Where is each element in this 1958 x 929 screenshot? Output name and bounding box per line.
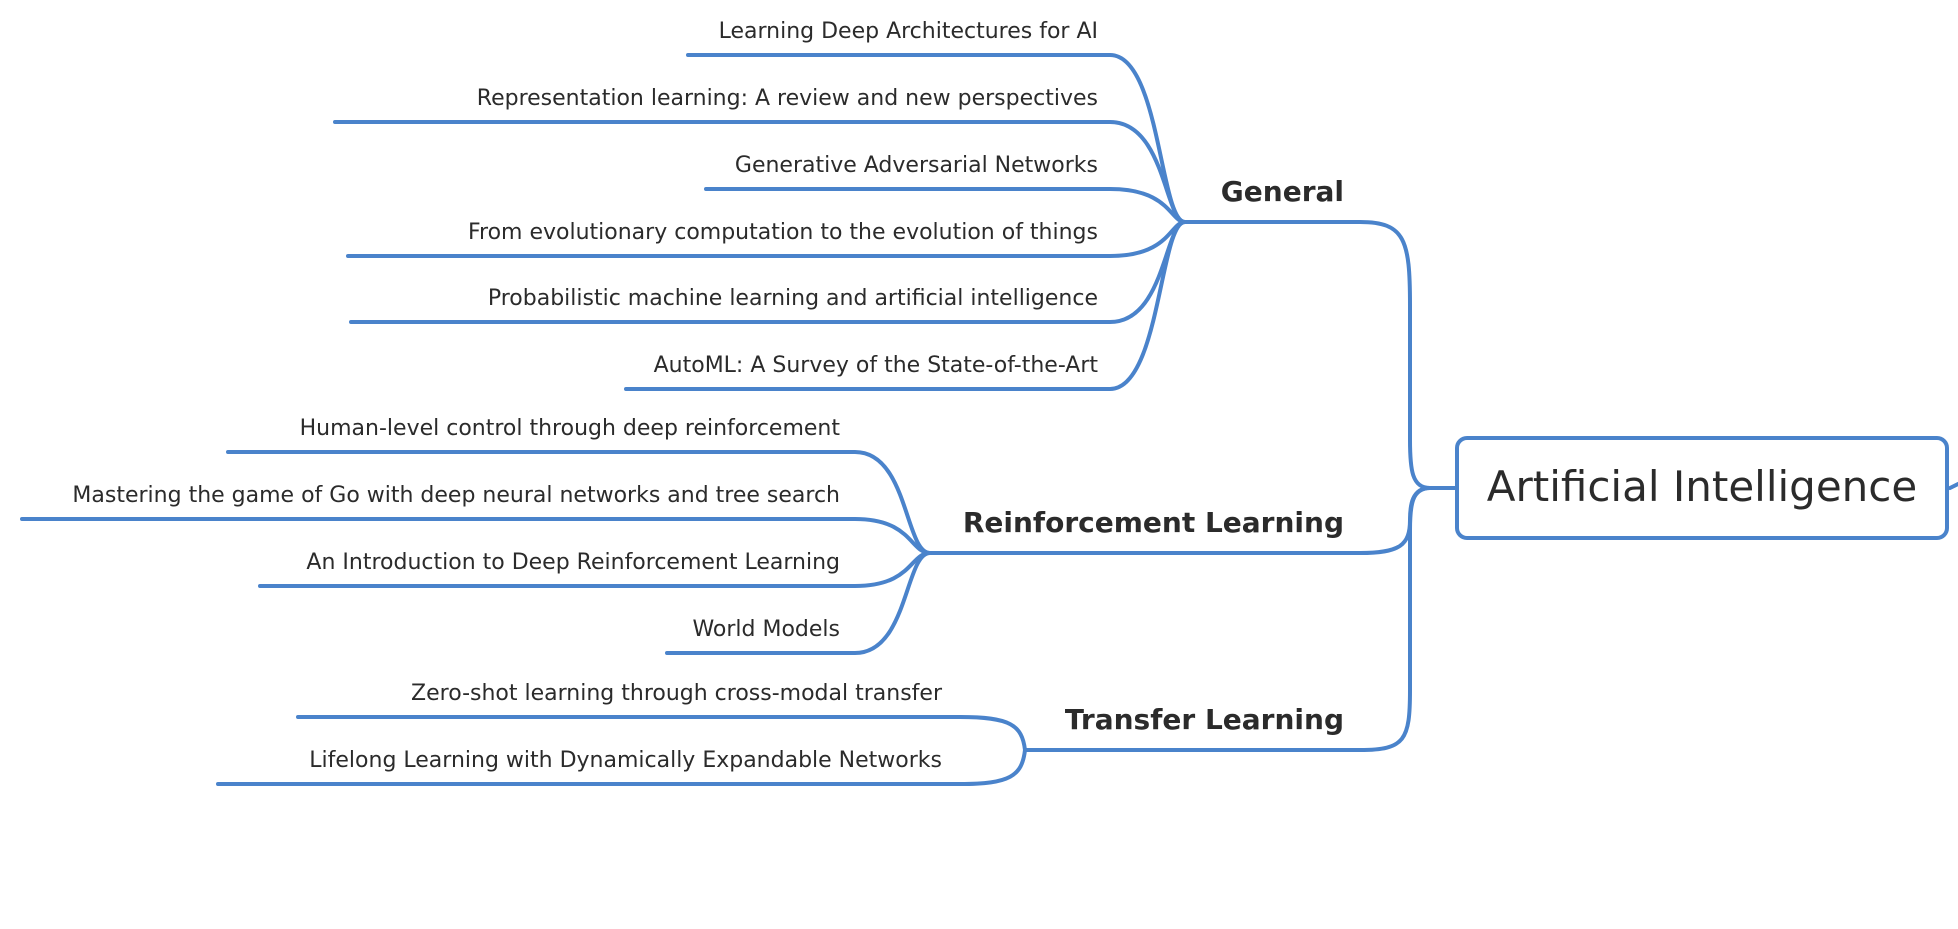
general-connectors	[333, 53, 1187, 391]
root-collapse-stub	[1948, 482, 1958, 490]
edge-general-leaf-6	[624, 220, 1187, 391]
leaf-general-5[interactable]: Probabilistic machine learning and artif…	[488, 286, 1098, 311]
edge-root-transfer	[1023, 486, 1432, 752]
leaf-transfer-2[interactable]: Lifelong Learning with Dynamically Expan…	[309, 748, 942, 773]
edge-general-leaf-1	[686, 53, 1187, 224]
edge-transfer-leaf-2	[216, 748, 1027, 786]
branch-label-general[interactable]: General	[1221, 175, 1344, 208]
branch-label-reinforcement[interactable]: Reinforcement Learning	[963, 506, 1344, 539]
leaf-general-1[interactable]: Learning Deep Architectures for AI	[719, 19, 1098, 44]
root-connectors	[928, 220, 1457, 752]
leaf-reinforcement-3[interactable]: An Introduction to Deep Reinforcement Le…	[306, 550, 840, 575]
leaf-reinforcement-2[interactable]: Mastering the game of Go with deep neura…	[72, 483, 840, 508]
root-node[interactable]: Artificial Intelligence	[1455, 436, 1949, 540]
reinforcement-connectors	[20, 450, 932, 655]
leaf-general-4[interactable]: From evolutionary computation to the evo…	[468, 220, 1098, 245]
transfer-connectors	[216, 715, 1027, 786]
edge-general-leaf-3	[704, 187, 1187, 224]
leaf-general-6[interactable]: AutoML: A Survey of the State-of-the-Art	[654, 353, 1099, 378]
branch-label-transfer[interactable]: Transfer Learning	[1065, 703, 1344, 736]
edge-reinforcement-leaf-2	[20, 517, 932, 555]
leaf-reinforcement-4[interactable]: World Models	[692, 617, 840, 642]
leaf-reinforcement-1[interactable]: Human-level control through deep reinfor…	[300, 416, 841, 441]
edge-transfer-leaf-1	[296, 715, 1027, 752]
root-node-label: Artificial Intelligence	[1487, 462, 1917, 511]
leaf-general-2[interactable]: Representation learning: A review and ne…	[477, 86, 1098, 111]
leaf-general-3[interactable]: Generative Adversarial Networks	[735, 153, 1098, 178]
leaf-transfer-1[interactable]: Zero-shot learning through cross-modal t…	[411, 681, 943, 706]
edge-reinforcement-leaf-4	[665, 551, 932, 655]
edge-root-general	[1183, 220, 1457, 490]
root-node-box	[1455, 436, 1949, 540]
